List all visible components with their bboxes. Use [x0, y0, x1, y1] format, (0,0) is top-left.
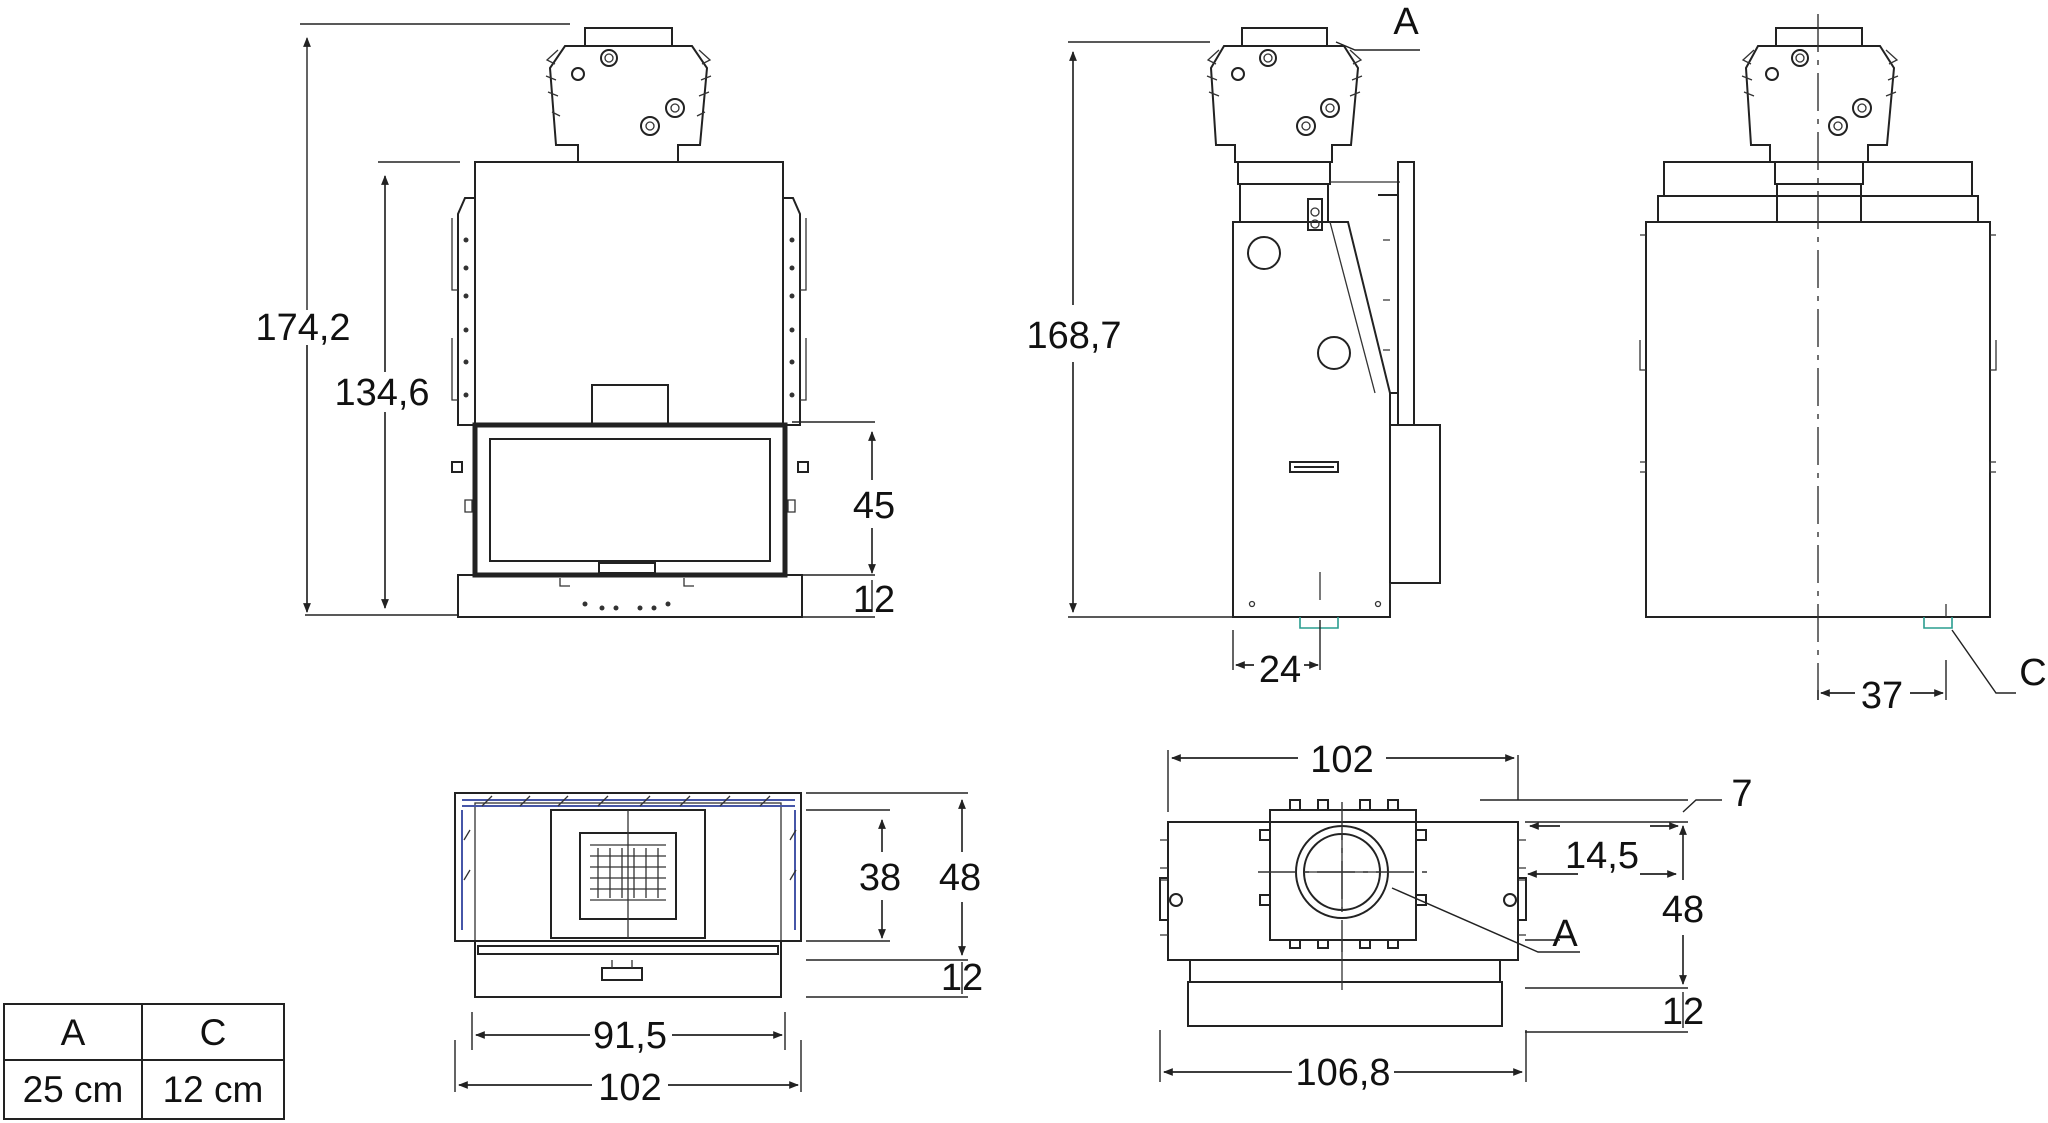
front-view: 174,2 134,6 45 12 — [255, 23, 895, 621]
side-offset-label: 24 — [1259, 649, 1301, 691]
tl-front-label: 12 — [941, 957, 983, 999]
legend-header-a: A — [61, 1012, 86, 1053]
legend-table: A C 25 cm 12 cm — [3, 1003, 285, 1120]
tr-width-label: 102 — [1310, 739, 1373, 781]
legend-value-a: 25 cm — [23, 1069, 124, 1110]
back-offset-label: 37 — [1861, 675, 1903, 717]
tr-depth-label: 48 — [1662, 889, 1704, 931]
back-label-c: C — [2019, 652, 2046, 694]
tr-overall-width-label: 106,8 — [1295, 1052, 1390, 1094]
tl-depth-label: 48 — [939, 857, 981, 899]
legend-header-c: C — [200, 1012, 227, 1053]
front-total-height-label: 174,2 — [255, 307, 350, 349]
tr-edge-label: 7 — [1731, 773, 1752, 815]
legend-value-c: 12 cm — [163, 1069, 264, 1110]
tl-width-label: 102 — [598, 1067, 661, 1109]
tr-front-label: 12 — [1662, 991, 1704, 1033]
front-base-height-label: 12 — [853, 579, 895, 621]
tl-inner-width-label: 91,5 — [593, 1015, 667, 1057]
side-height-label: 168,7 — [1026, 315, 1121, 357]
side-label-a: A — [1393, 1, 1419, 43]
front-body-height-label: 134,6 — [334, 372, 429, 414]
back-view: 37 C — [1639, 14, 2047, 717]
tr-offset-label: 14,5 — [1565, 835, 1639, 877]
tr-label-a: A — [1552, 913, 1578, 955]
front-door-height-label: 45 — [853, 485, 895, 527]
top-view-left: 38 48 12 91,5 102 — [454, 792, 983, 1109]
side-view: 168,7 24 A — [1026, 1, 1441, 691]
tl-inner-depth-label: 38 — [859, 857, 901, 899]
top-view-right: 102 7 14,5 48 12 106,8 A — [1159, 739, 1753, 1094]
